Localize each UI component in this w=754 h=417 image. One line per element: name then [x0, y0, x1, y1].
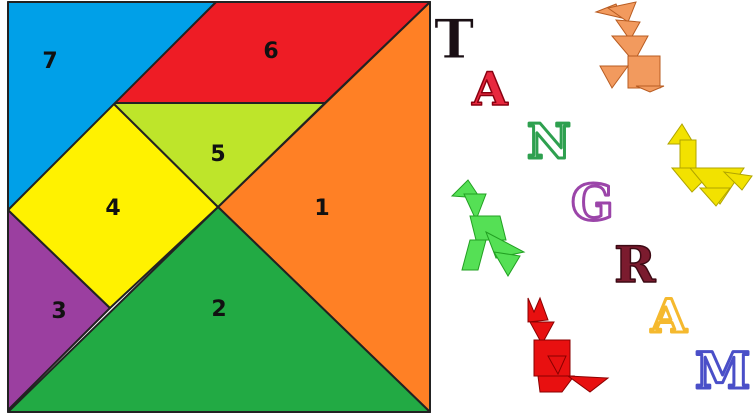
title-letter-t: T — [434, 7, 474, 71]
title-letter-g: G — [571, 173, 614, 232]
title-letter-r: R — [614, 235, 656, 294]
tangram-square — [8, 2, 430, 412]
title-letter-n: N — [527, 114, 571, 170]
label-piece-5: 5 — [210, 142, 225, 167]
label-piece-3: 3 — [51, 299, 66, 324]
label-piece-6: 6 — [263, 39, 278, 64]
title-letter-m: M — [695, 341, 750, 400]
bird-figure — [452, 180, 524, 276]
rabbit-figure — [596, 2, 664, 92]
label-piece-1: 1 — [314, 196, 329, 221]
title-letter-a: A — [471, 62, 509, 116]
cat-figure — [528, 298, 608, 392]
swan-figure — [668, 124, 752, 206]
label-piece-4: 4 — [105, 196, 120, 221]
label-piece-7: 7 — [42, 49, 57, 74]
title-letter-a2: A — [650, 289, 688, 343]
label-piece-2: 2 — [211, 297, 226, 322]
